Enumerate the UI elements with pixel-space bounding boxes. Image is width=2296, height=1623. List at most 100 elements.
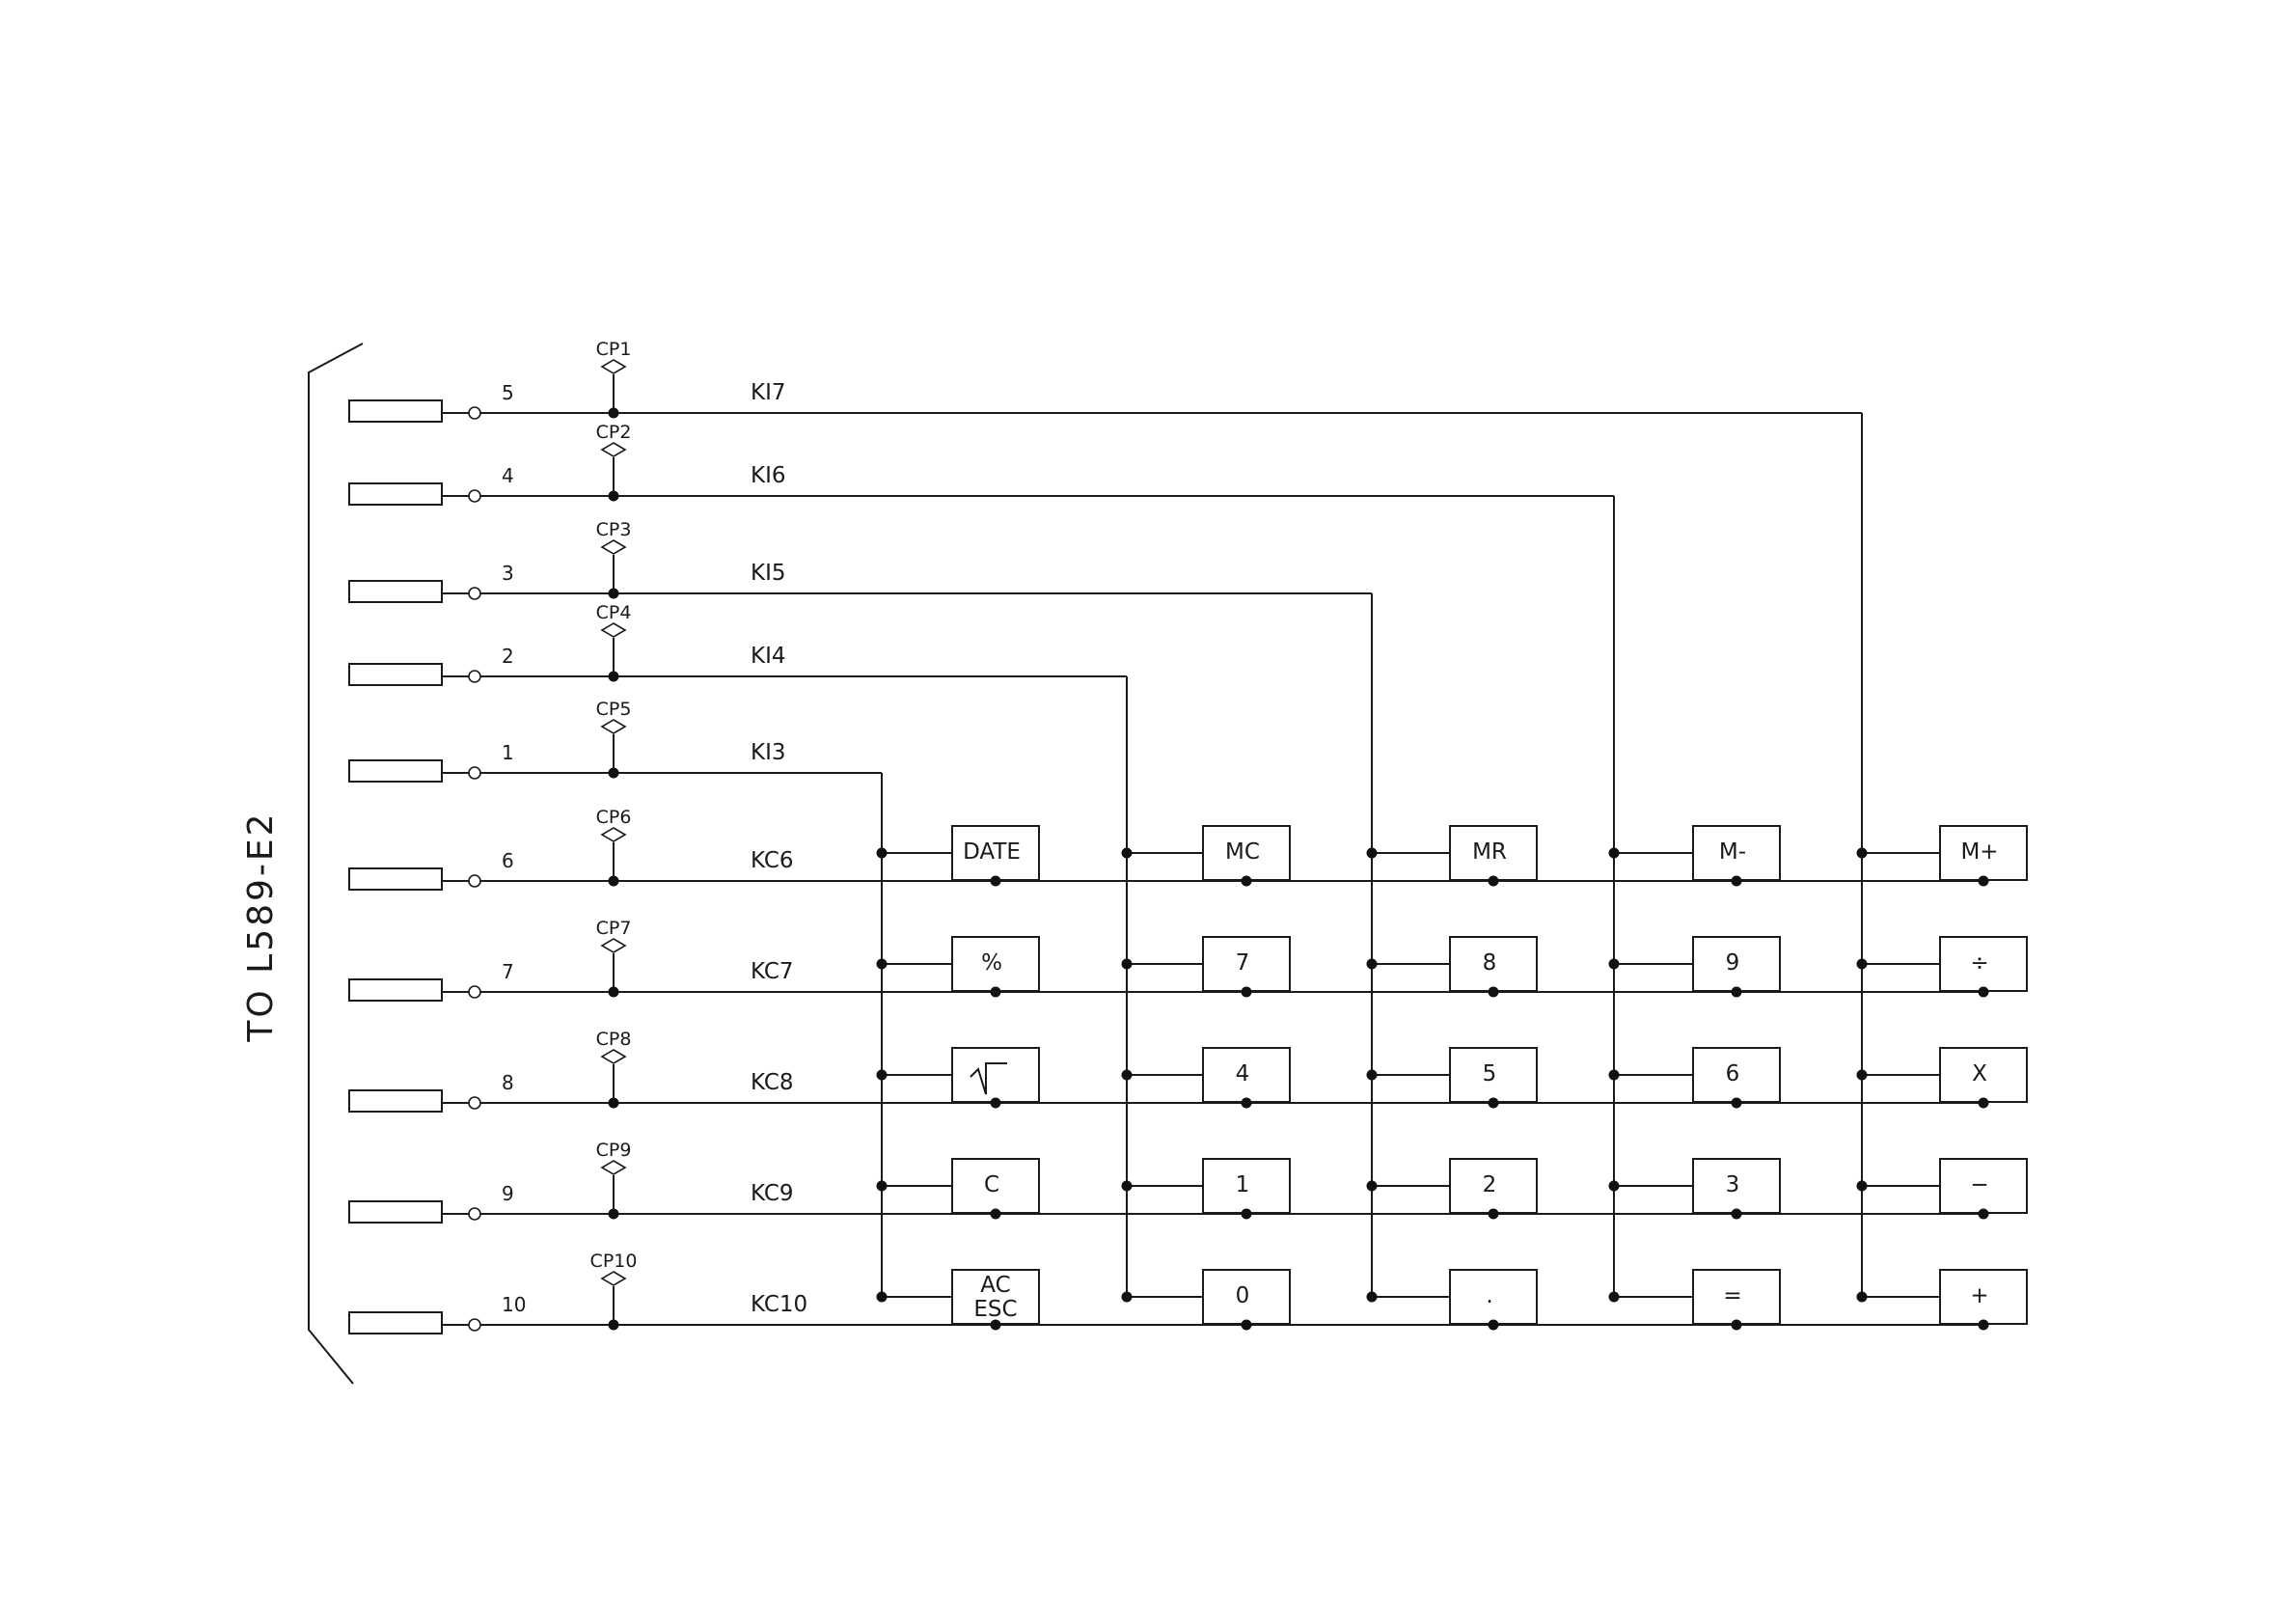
junction-dot xyxy=(1979,1320,1989,1331)
junction-dot xyxy=(1242,1209,1252,1220)
key-sqrt xyxy=(877,1048,1040,1109)
junction-dot xyxy=(1609,1181,1620,1192)
pin-hole xyxy=(469,1097,480,1109)
test-point-label: CP3 xyxy=(596,519,632,540)
junction-dot xyxy=(609,589,619,599)
key-label: C xyxy=(984,1172,999,1197)
key-label: − xyxy=(1970,1172,1988,1197)
pin-box xyxy=(349,1201,442,1223)
junction-dot xyxy=(1242,1320,1252,1331)
pin-box xyxy=(349,868,442,890)
junction-dot xyxy=(609,491,619,502)
pin-number: 9 xyxy=(502,1182,514,1205)
key-label: DATE xyxy=(963,839,1021,865)
junction-dot xyxy=(877,959,888,970)
signal-label: KI7 xyxy=(751,380,786,405)
test-point-icon xyxy=(602,540,625,554)
signal-label: KI4 xyxy=(751,644,786,669)
key-c: C xyxy=(877,1159,1040,1220)
junction-dot xyxy=(1242,1098,1252,1109)
junction-dot xyxy=(1609,848,1620,859)
junction-dot xyxy=(991,1320,1001,1331)
junction-dot xyxy=(1489,1320,1499,1331)
pin-hole xyxy=(469,986,480,998)
junction-dot xyxy=(1242,876,1252,887)
test-point-icon xyxy=(602,360,625,373)
pin-hole xyxy=(469,1208,480,1220)
pin-number: 7 xyxy=(502,960,514,983)
junction-dot xyxy=(1367,1181,1378,1192)
pin-box xyxy=(349,400,442,422)
key-sym: = xyxy=(1609,1270,1781,1331)
junction-dot xyxy=(1979,1098,1989,1109)
connector-rows: 5CP1KI74CP2KI63CP3KI52CP4KI41CP5KI36CP6K… xyxy=(349,339,807,1334)
pin-box xyxy=(349,1312,442,1334)
key-1: 1 xyxy=(1122,1159,1291,1220)
pin-box xyxy=(349,483,442,505)
key-6: 6 xyxy=(1609,1048,1781,1109)
pin-hole xyxy=(469,407,480,419)
junction-dot xyxy=(991,1098,1001,1109)
junction-dot xyxy=(1242,987,1252,998)
pin-hole xyxy=(469,875,480,887)
junction-dot xyxy=(1122,1181,1133,1192)
pin-box xyxy=(349,760,442,782)
junction-dot xyxy=(877,1070,888,1081)
junction-dot xyxy=(1979,1209,1989,1220)
key-label: 3 xyxy=(1726,1172,1740,1197)
row-kc10: 10CP10KC10 xyxy=(349,1251,807,1334)
key-label: M- xyxy=(1719,839,1746,865)
key-label: . xyxy=(1486,1283,1492,1308)
junction-dot xyxy=(991,1209,1001,1220)
key-label: 7 xyxy=(1236,950,1250,976)
pin-number: 3 xyxy=(502,562,514,585)
key-label: 0 xyxy=(1236,1283,1250,1308)
junction-dot xyxy=(1979,987,1989,998)
test-point-label: CP2 xyxy=(596,422,632,443)
key-label: MR xyxy=(1472,839,1507,865)
junction-dot xyxy=(1122,1070,1133,1081)
key-box xyxy=(1450,1270,1537,1324)
junction-dot xyxy=(609,1209,619,1220)
key-label: = xyxy=(1723,1283,1741,1308)
key-label: X xyxy=(1972,1061,1987,1087)
key-label: AC xyxy=(980,1273,1010,1298)
signal-label: KC6 xyxy=(751,848,794,873)
connector-label-group: TO L589-E2 xyxy=(241,811,281,1042)
key-sym: % xyxy=(877,937,1040,998)
key-label: 6 xyxy=(1726,1061,1740,1087)
pin-box xyxy=(349,1090,442,1112)
key-2: 2 xyxy=(1367,1159,1538,1220)
pin-hole xyxy=(469,767,480,779)
pin-box xyxy=(349,581,442,602)
row-ki5: 3CP3KI5 xyxy=(349,519,786,602)
junction-dot xyxy=(1122,959,1133,970)
junction-dot xyxy=(609,408,619,419)
key-label: 5 xyxy=(1483,1061,1497,1087)
test-point-label: CP9 xyxy=(596,1140,632,1161)
key-sym: ÷ xyxy=(1857,937,2028,998)
key-label: ÷ xyxy=(1970,950,1988,976)
junction-dot xyxy=(1609,959,1620,970)
key-m: M+ xyxy=(1857,826,2028,887)
key-5: 5 xyxy=(1367,1048,1538,1109)
key-4: 4 xyxy=(1122,1048,1291,1109)
key-label-line2: ESC xyxy=(973,1297,1017,1322)
test-point-label: CP8 xyxy=(596,1029,632,1050)
pin-hole xyxy=(469,671,480,682)
junction-dot xyxy=(1732,1209,1742,1220)
test-point-label: CP1 xyxy=(596,339,632,360)
junction-dot xyxy=(1732,1098,1742,1109)
junction-dot xyxy=(1732,876,1742,887)
signal-label: KC10 xyxy=(751,1292,807,1317)
junction-dot xyxy=(609,876,619,887)
junction-dot xyxy=(1489,1209,1499,1220)
pin-number: 10 xyxy=(502,1293,526,1316)
key-box xyxy=(952,1048,1039,1102)
key-9: 9 xyxy=(1609,937,1781,998)
